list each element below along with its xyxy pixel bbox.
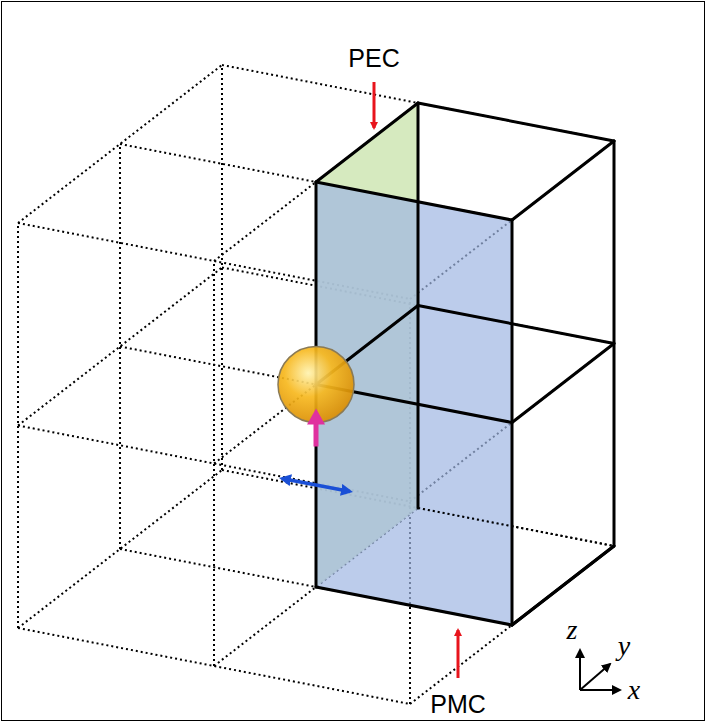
- dipole-arrowhead: [307, 409, 325, 425]
- y-axis: [580, 664, 610, 690]
- z-axis: [579, 650, 581, 690]
- pmc-pointer: [457, 630, 460, 678]
- cell-edge: [512, 546, 614, 625]
- cell-edge: [512, 546, 614, 625]
- cell-edge: [512, 344, 614, 423]
- axis-label: x: [628, 676, 640, 704]
- pmc-label: PMC: [430, 692, 486, 717]
- grid-line: [18, 268, 222, 426]
- dipole-arrow: [314, 423, 319, 447]
- hidden-edge: [418, 508, 614, 546]
- cell-edge: [418, 306, 614, 344]
- grid-line: [213, 261, 215, 666]
- cell-edge: [316, 182, 512, 220]
- axis-label: z: [567, 616, 578, 644]
- grid-line: [221, 65, 223, 470]
- cell-edge: [316, 587, 512, 625]
- grid-line: [119, 144, 121, 549]
- axis-label: y: [618, 632, 630, 660]
- cell-edge: [512, 141, 614, 220]
- x-axis: [580, 689, 620, 691]
- pec-label: PEC: [348, 46, 399, 71]
- cell-edge: [418, 103, 614, 141]
- grid-line: [17, 223, 19, 628]
- polarization-arrow: [282, 479, 350, 492]
- cell-edge: [316, 103, 418, 182]
- pec-pointer: [373, 82, 376, 128]
